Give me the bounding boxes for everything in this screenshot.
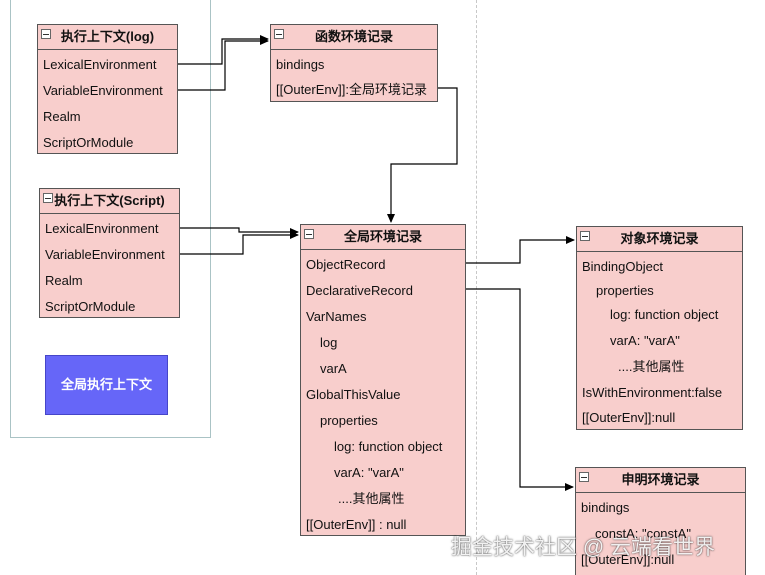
field-prop-vara: varA: "varA" bbox=[334, 465, 404, 480]
field-bindings: bindings bbox=[276, 57, 325, 72]
field-other-props: ....其他属性 bbox=[338, 491, 405, 506]
arrow-script-variable-to-global-env bbox=[180, 231, 299, 255]
execution-context-script-header: 执行上下文(Script) bbox=[40, 189, 179, 214]
field-is-with-environment: IsWithEnvironment:false bbox=[582, 385, 723, 400]
collapse-icon[interactable] bbox=[579, 472, 589, 482]
object-environment-record: 对象环境记录 BindingObject properties log: fun… bbox=[576, 226, 743, 430]
field-variable-environment: VariableEnvironment bbox=[43, 83, 163, 98]
field-prop-vara: varA: "varA" bbox=[610, 333, 680, 348]
field-prop-log: log: function object bbox=[610, 307, 719, 322]
field-lexical-environment: LexicalEnvironment bbox=[43, 57, 157, 72]
field-properties: properties bbox=[596, 283, 654, 298]
arrow-declarative-record-to-declarative-env bbox=[466, 288, 574, 491]
field-realm: Realm bbox=[43, 109, 81, 124]
field-bindings: bindings bbox=[581, 500, 630, 515]
execution-context-log: 执行上下文(log) LexicalEnvironment VariableEn… bbox=[37, 24, 178, 154]
global-env-header: 全局环境记录 bbox=[301, 225, 465, 250]
execution-context-script-title: 执行上下文(Script) bbox=[54, 193, 165, 208]
field-realm: Realm bbox=[45, 273, 83, 288]
field-outer-env: [[OuterEnv]]:null bbox=[581, 552, 675, 567]
field-global-this-value: GlobalThisValue bbox=[306, 387, 401, 402]
field-lexical-environment: LexicalEnvironment bbox=[45, 221, 159, 236]
field-variable-environment: VariableEnvironment bbox=[45, 247, 165, 262]
function-env-title: 函数环境记录 bbox=[314, 29, 393, 44]
declarative-environment-record: 申明环境记录 bindings constA: "constA" [[Outer… bbox=[575, 467, 746, 575]
collapse-icon[interactable] bbox=[43, 193, 53, 203]
collapse-icon[interactable] bbox=[41, 29, 51, 39]
arrow-function-outer-to-global-env bbox=[387, 87, 458, 223]
execution-context-script: 执行上下文(Script) LexicalEnvironment Variabl… bbox=[39, 188, 180, 318]
field-outer-env: [[OuterEnv]] : null bbox=[306, 517, 407, 532]
collapse-icon[interactable] bbox=[580, 231, 590, 241]
collapse-icon[interactable] bbox=[304, 229, 314, 239]
field-prop-log: log: function object bbox=[334, 439, 443, 454]
watermark: 掘金技术社区 @ 云端看世界 bbox=[451, 536, 715, 559]
field-script-or-module: ScriptOrModule bbox=[43, 135, 134, 150]
arrow-object-record-to-object-env bbox=[466, 236, 575, 264]
field-var-names: VarNames bbox=[306, 309, 367, 324]
field-properties: properties bbox=[320, 413, 378, 428]
collapse-icon[interactable] bbox=[274, 29, 284, 39]
dashed-divider bbox=[476, 0, 477, 575]
field-outer-env: [[OuterEnv]]:null bbox=[582, 410, 676, 425]
field-var-names-log: log bbox=[320, 335, 338, 350]
arrow-log-variable-to-function-env bbox=[178, 37, 269, 91]
execution-context-log-header: 执行上下文(log) bbox=[38, 25, 177, 50]
function-environment-record: 函数环境记录 bindings [[OuterEnv]]:全局环境记录 bbox=[270, 24, 438, 102]
field-declarative-record: DeclarativeRecord bbox=[306, 283, 413, 298]
execution-context-stack-frame bbox=[10, 0, 211, 438]
declarative-env-header: 申明环境记录 bbox=[576, 468, 745, 493]
field-const-a: constA: "constA" bbox=[595, 526, 691, 541]
global-environment-record: 全局环境记录 ObjectRecord DeclarativeRecord Va… bbox=[300, 224, 466, 536]
object-env-header: 对象环境记录 bbox=[577, 227, 742, 252]
field-binding-object: BindingObject bbox=[582, 259, 663, 274]
execution-context-log-title: 执行上下文(log) bbox=[60, 29, 155, 44]
field-other-props: ....其他属性 bbox=[618, 359, 685, 374]
global-env-title: 全局环境记录 bbox=[343, 229, 422, 244]
field-outer-env: [[OuterEnv]]:全局环境记录 bbox=[276, 82, 427, 97]
global-execution-context: 全局执行上下文 bbox=[45, 355, 168, 415]
object-env-title: 对象环境记录 bbox=[620, 231, 699, 246]
field-var-names-vara: varA bbox=[320, 361, 347, 376]
arrow-script-lexical-to-global-env bbox=[180, 227, 299, 236]
arrow-log-lexical-to-function-env bbox=[178, 35, 269, 65]
function-env-header: 函数环境记录 bbox=[271, 25, 437, 50]
field-object-record: ObjectRecord bbox=[306, 257, 386, 272]
declarative-env-title: 申明环境记录 bbox=[621, 472, 700, 487]
field-script-or-module: ScriptOrModule bbox=[45, 299, 136, 314]
